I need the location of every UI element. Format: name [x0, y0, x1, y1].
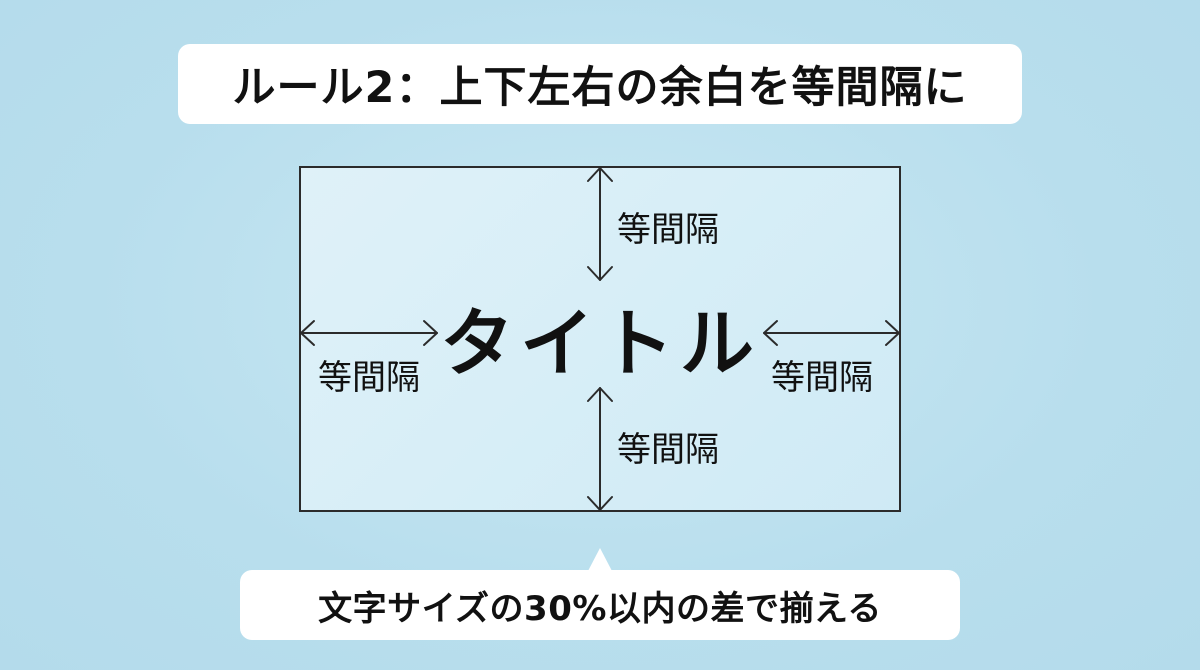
- callout-box: 文字サイズの30%以内の差で揃える: [240, 570, 960, 640]
- right-spacing-label: 等間隔: [771, 358, 873, 398]
- heading-box: ルール2：上下左右の余白を等間隔に: [178, 44, 1022, 124]
- bottom-spacing-label: 等間隔: [617, 430, 719, 470]
- left-spacing-label: 等間隔: [318, 358, 420, 398]
- callout-text: 文字サイズの30%以内の差で揃える: [318, 588, 882, 629]
- top-spacing-label: 等間隔: [617, 210, 719, 250]
- heading-title: ルール2：上下左右の余白を等間隔に: [232, 63, 968, 113]
- callout-pointer: [588, 548, 612, 571]
- center-title: タイトル: [440, 300, 760, 387]
